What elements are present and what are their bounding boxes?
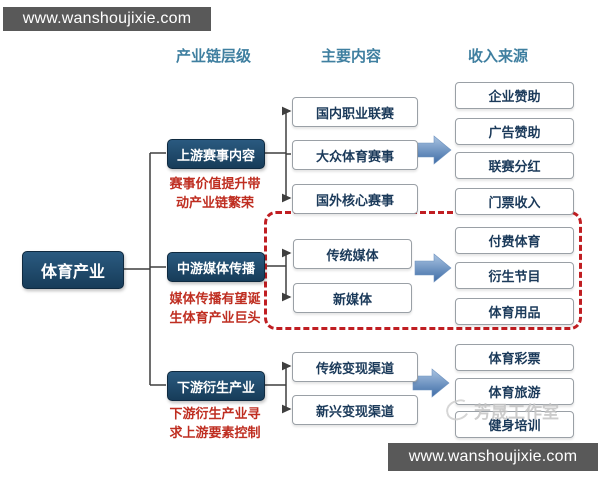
caption-line: 下游衍生产业寻 (169, 406, 261, 421)
stage-node-upstream: 上游赛事内容 (167, 139, 265, 169)
caption-line: 生体育产业巨头 (169, 310, 261, 325)
income-box-derivative-programs: 衍生节目 (455, 262, 574, 289)
midstream-highlight-dashed-box (264, 211, 582, 330)
watermark-text: 芳晟工作室 (474, 402, 559, 422)
caption-line: 动产业链繁荣 (175, 195, 254, 210)
income-box-paid-sports: 付费体育 (455, 227, 574, 254)
website-banner-top: www.wanshoujixie.com (3, 7, 211, 31)
flow-arrow-downstream (412, 368, 450, 398)
watermark-logo-icon (443, 397, 473, 423)
root-node-sports-industry: 体育产业 (22, 251, 124, 289)
caption-upstream: 赛事价值提升带 动产业链繁荣 (155, 174, 275, 212)
column-header-main-content: 主要内容 (320, 48, 381, 65)
content-box-mass-sports-events: 大众体育赛事 (292, 140, 418, 170)
content-box-new-monetization: 新兴变现渠道 (292, 395, 418, 425)
downstream-bracket-connector (263, 361, 292, 414)
income-box-league-dividends: 联赛分红 (455, 152, 574, 179)
content-box-domestic-pro-leagues: 国内职业联赛 (292, 97, 418, 127)
caption-line: 赛事价值提升带 (169, 176, 261, 191)
content-box-foreign-core-events: 国外核心赛事 (292, 184, 418, 214)
income-box-ad-sponsorship: 广告赞助 (455, 118, 574, 145)
income-box-sports-goods: 体育用品 (455, 298, 574, 325)
income-box-ticket-revenue: 门票收入 (455, 188, 574, 215)
caption-downstream: 下游衍生产业寻 求上游要素控制 (155, 404, 275, 442)
studio-watermark: 芳晟工作室 (443, 397, 596, 423)
caption-line: 媒体传播有望诞 (169, 291, 261, 306)
caption-midstream: 媒体传播有望诞 生体育产业巨头 (155, 289, 275, 327)
stage-node-midstream: 中游媒体传播 (167, 252, 265, 282)
flow-arrow-upstream (414, 135, 452, 165)
income-box-fitness-training: 健身培训 (455, 411, 574, 438)
income-box-sports-tourism: 体育旅游 (455, 378, 574, 405)
content-box-new-media: 新媒体 (293, 283, 412, 313)
column-header-income-source: 收入来源 (467, 48, 528, 65)
content-box-traditional-monetization: 传统变现渠道 (292, 352, 418, 382)
income-box-sports-lottery: 体育彩票 (455, 344, 574, 371)
content-box-traditional-media: 传统媒体 (293, 239, 412, 269)
income-box-corporate-sponsorship: 企业赞助 (455, 82, 574, 109)
stage-node-downstream: 下游衍生产业 (167, 371, 265, 401)
column-header-chain-level: 产业链层级 (175, 48, 251, 65)
website-banner-bottom: www.wanshoujixie.com (388, 443, 598, 471)
caption-line: 求上游要素控制 (169, 425, 261, 440)
